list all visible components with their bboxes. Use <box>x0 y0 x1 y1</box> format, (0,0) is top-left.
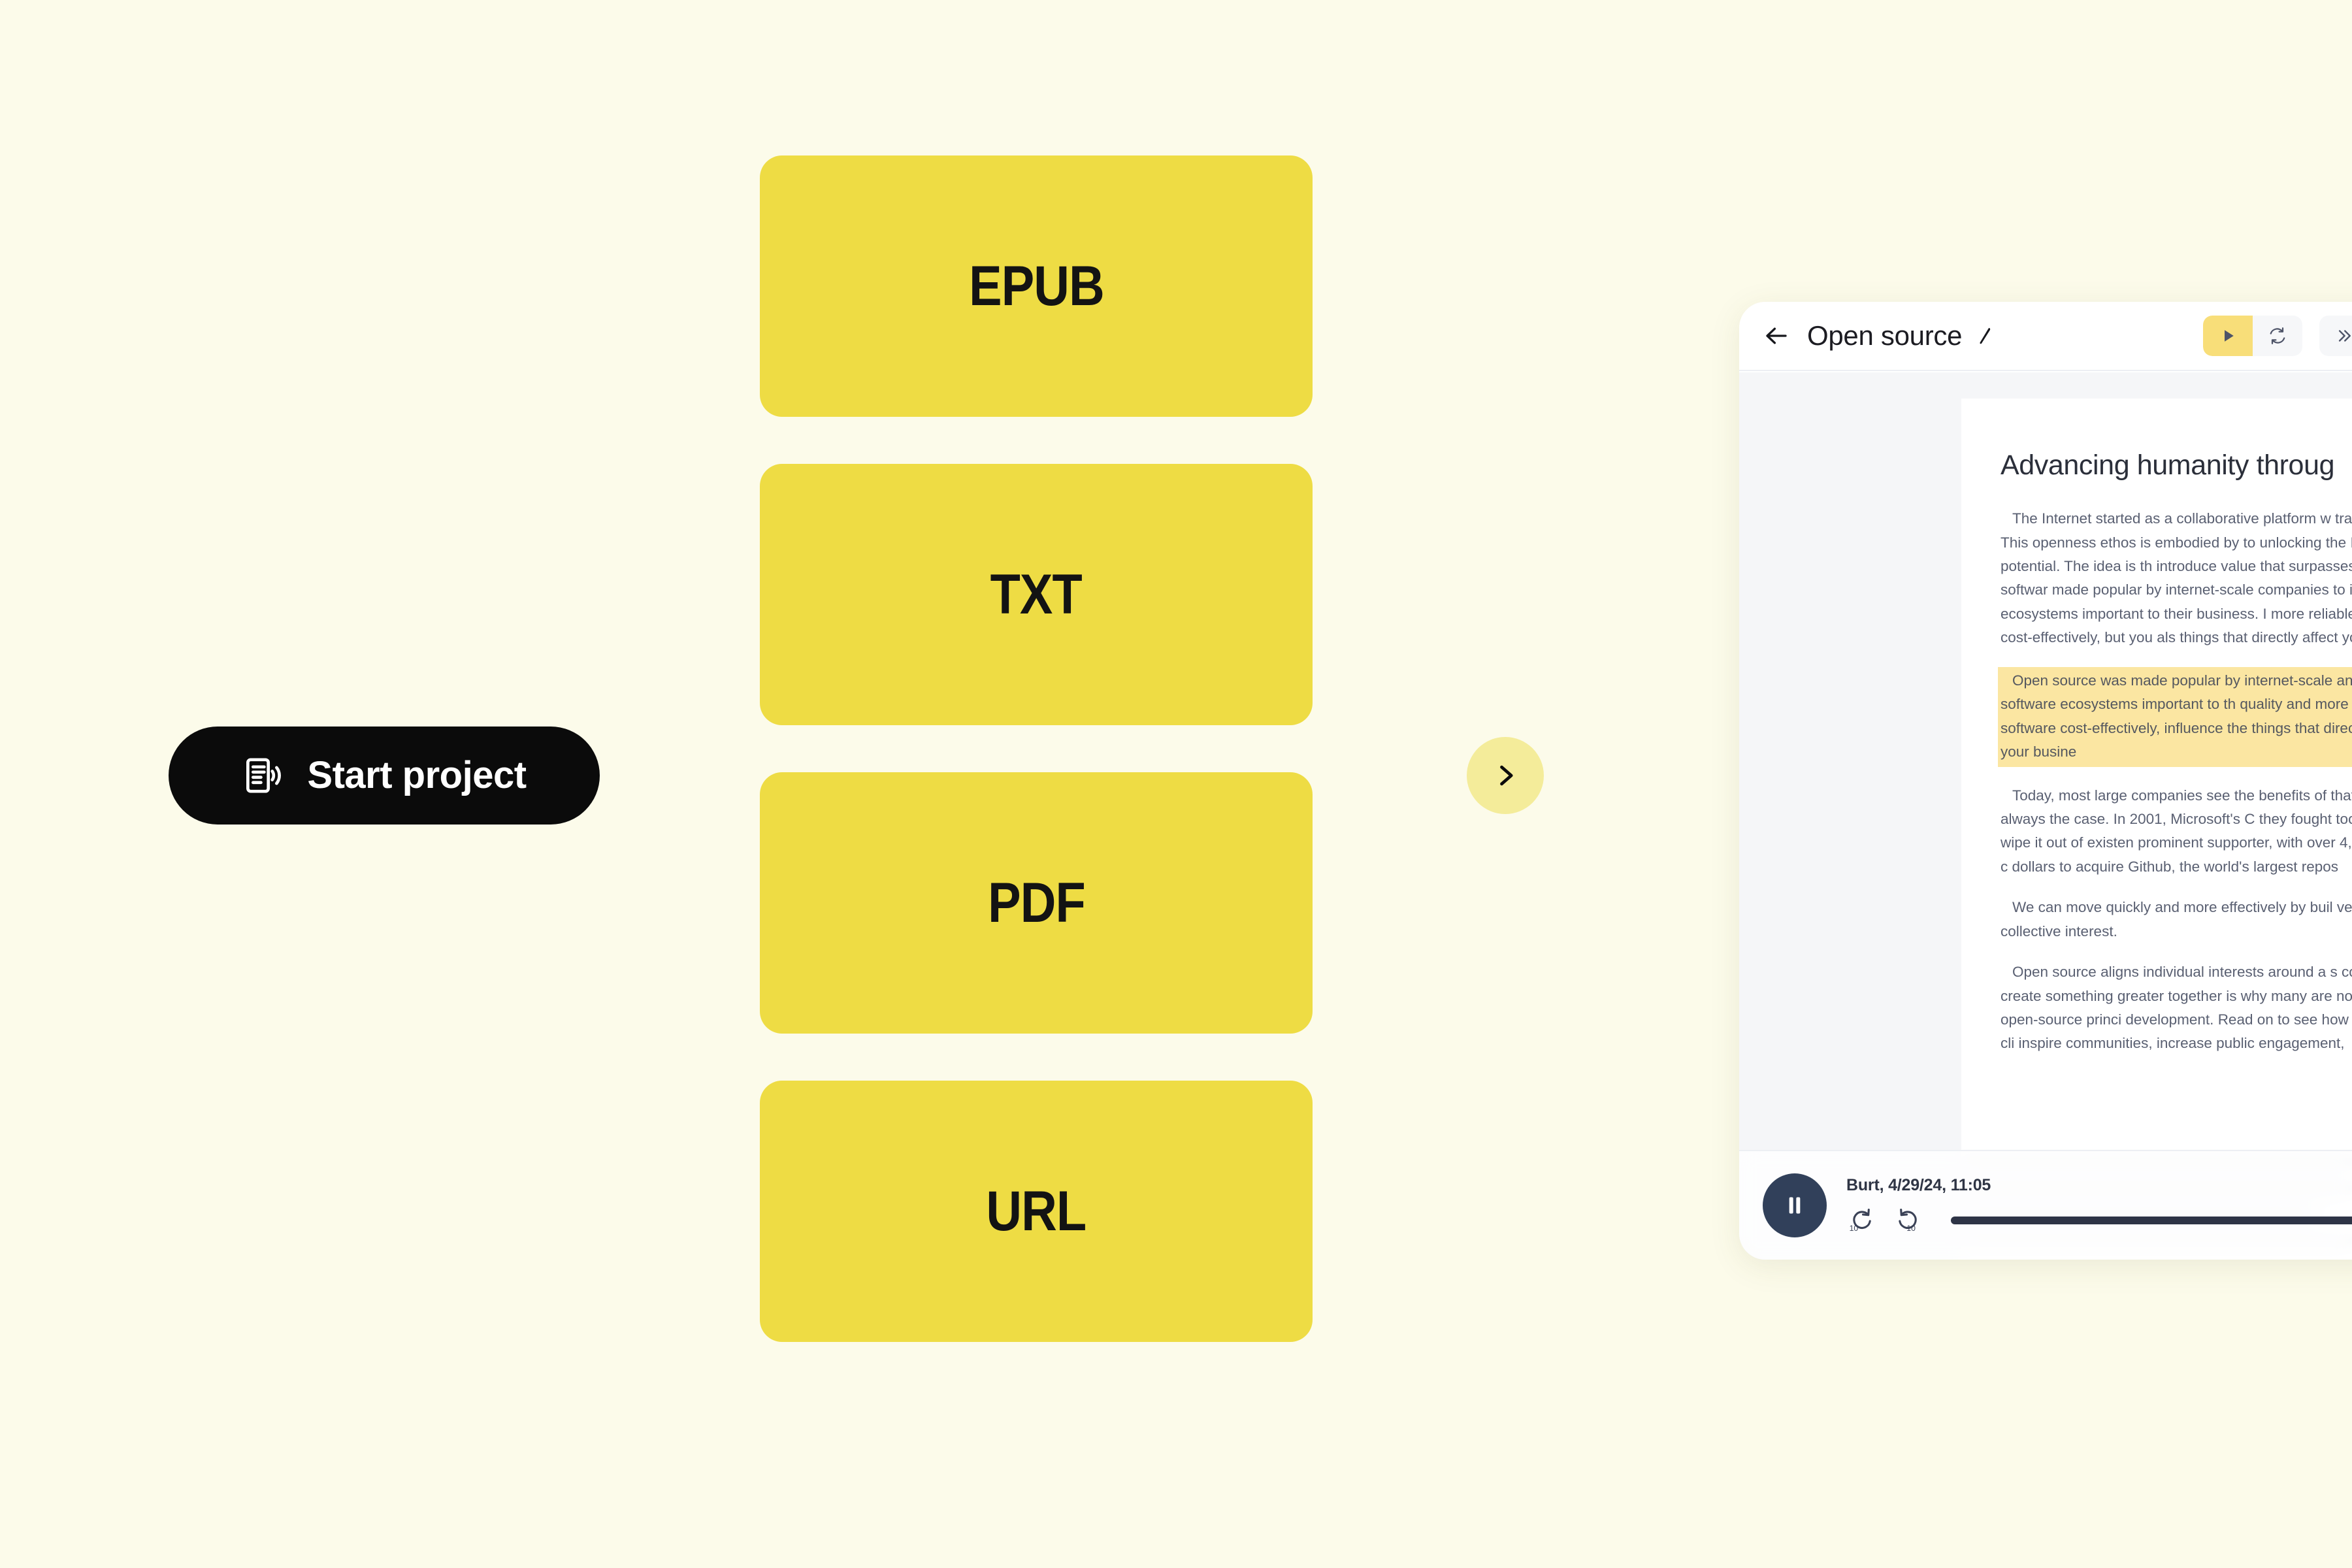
svg-text:10: 10 <box>1850 1224 1859 1233</box>
panel-header: Open source <box>1739 302 2352 371</box>
arrow-left-icon[interactable] <box>1763 322 1790 350</box>
chevron-double-right-icon <box>2334 326 2352 346</box>
audio-player-bar: Burt, 4/29/24, 11:05 10 10 <box>1739 1150 2352 1260</box>
format-card-txt[interactable]: TXT <box>760 464 1313 725</box>
play-icon <box>2218 326 2238 346</box>
panel-title: Open source <box>1807 320 1963 351</box>
loop-button[interactable] <box>2253 316 2302 356</box>
next-step-button[interactable] <box>1467 737 1544 814</box>
format-card-url[interactable]: URL <box>760 1081 1313 1342</box>
document-canvas[interactable]: Advancing humanity throug The Internet s… <box>1739 372 2352 1260</box>
document-page: Advancing humanity throug The Internet s… <box>1961 399 2352 1260</box>
format-card-label: EPUB <box>968 255 1105 318</box>
refresh-icon <box>2268 326 2287 346</box>
document-paragraph: Today, most large companies see the bene… <box>2001 787 2352 875</box>
skip-ahead-button[interactable] <box>2319 316 2352 356</box>
play-button[interactable] <box>2203 316 2253 356</box>
document-paragraph: Open source aligns individual interests … <box>2001 964 2352 1052</box>
document-title: Advancing humanity throug <box>2001 449 2335 481</box>
format-card-list: EPUB TXT PDF URL <box>760 155 1313 1342</box>
document-paragraph: We can move quickly and more effectively… <box>2001 899 2352 939</box>
document-paragraph: The Internet started as a collaborative … <box>2001 510 2352 646</box>
start-project-label: Start project <box>307 754 527 796</box>
pause-icon <box>1782 1192 1808 1218</box>
playback-segment-group <box>2203 316 2302 356</box>
app-preview-panel: Open source <box>1739 302 2352 1260</box>
player-details: Burt, 4/29/24, 11:05 10 10 <box>1846 1176 2352 1235</box>
document-audio-icon <box>242 754 285 797</box>
pencil-icon[interactable] <box>1974 326 1993 346</box>
format-card-epub[interactable]: EPUB <box>760 155 1313 417</box>
format-card-pdf[interactable]: PDF <box>760 772 1313 1034</box>
player-track-meta: Burt, 4/29/24, 11:05 <box>1846 1175 1991 1194</box>
pause-button[interactable] <box>1763 1173 1827 1237</box>
replay-10-icon[interactable]: 10 <box>1846 1205 1876 1235</box>
chevron-right-icon <box>1491 761 1520 790</box>
document-paragraph-highlighted: Open source was made popular by internet… <box>1998 666 2352 767</box>
svg-text:10: 10 <box>1906 1224 1916 1233</box>
format-card-label: URL <box>986 1180 1087 1243</box>
forward-10-icon[interactable]: 10 <box>1893 1205 1923 1235</box>
header-toolbar <box>2203 316 2352 356</box>
start-project-button[interactable]: Start project <box>169 727 600 825</box>
format-card-label: PDF <box>987 872 1086 934</box>
playback-progress-bar[interactable] <box>1951 1216 2352 1224</box>
format-card-label: TXT <box>990 563 1083 626</box>
player-controls: 10 10 <box>1846 1205 2352 1235</box>
